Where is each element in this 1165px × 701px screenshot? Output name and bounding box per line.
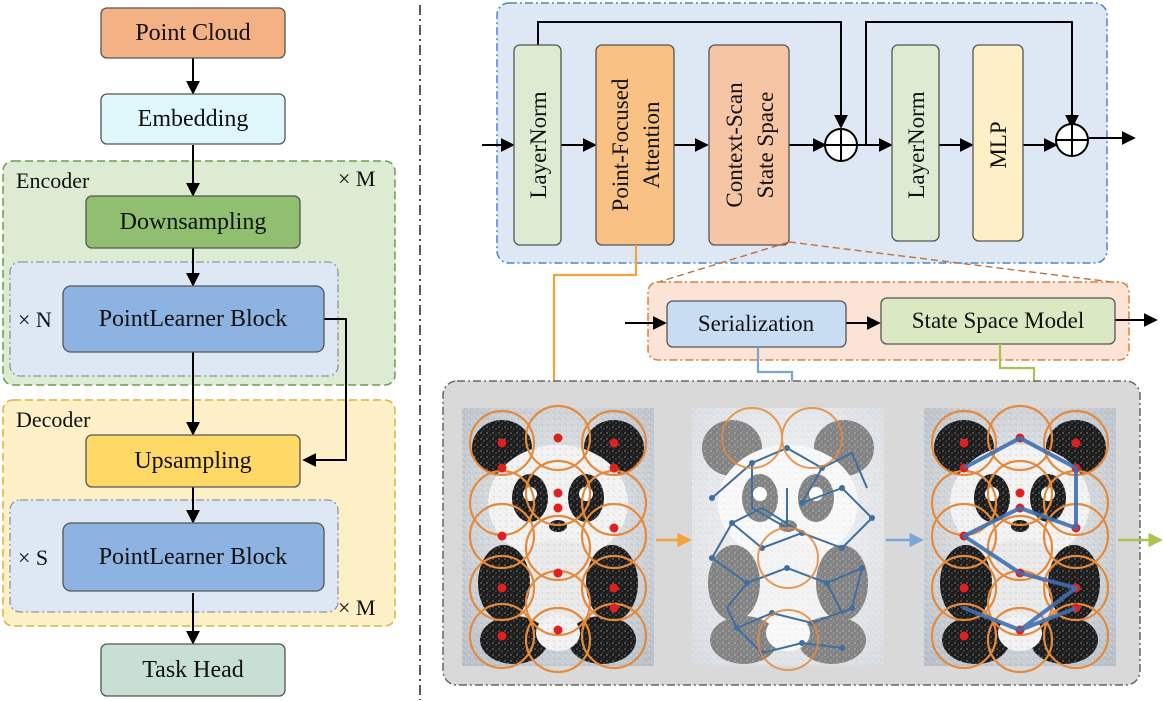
ssm-box <box>880 297 1116 345</box>
residual-add-2-icon <box>1055 123 1089 157</box>
decoder-pointlearner-label: PointLearner Block <box>99 544 288 570</box>
serialization-label: Serialization <box>698 311 815 336</box>
encoder-repeat-label: × M <box>338 166 375 191</box>
layernorm-1-label: LayerNorm <box>526 91 551 198</box>
csss-label-line2: State Space <box>753 92 778 199</box>
decoder-pointlearner-block <box>62 522 325 592</box>
attention-label-line1: Point-Focused <box>608 78 633 211</box>
embedding-box <box>100 93 286 145</box>
csss-box <box>708 44 790 246</box>
ssm-label: State Space Model <box>912 308 1084 333</box>
encoder-label: Encoder <box>16 168 90 193</box>
attention-visualization <box>462 404 654 674</box>
encoder-pointlearner-label: PointLearner Block <box>99 306 288 332</box>
mlp-box <box>972 44 1024 242</box>
downsampling-box <box>85 195 301 249</box>
encoder-pointlearner-block <box>62 285 325 353</box>
layernorm-2-label: LayerNorm <box>904 91 929 198</box>
attention-label-line2: Attention <box>639 101 664 188</box>
layernorm-1-box <box>513 44 562 246</box>
serialization-box <box>666 300 847 348</box>
point-cloud-label: Point Cloud <box>135 20 250 46</box>
downsampling-label: Downsampling <box>120 209 267 235</box>
encoder-block-repeat-label: × N <box>18 307 52 332</box>
decoder-block-repeat-label: × S <box>18 545 48 570</box>
ssm-visualization <box>924 404 1116 674</box>
embedding-label: Embedding <box>138 106 249 132</box>
decoder-repeat-label: × M <box>338 595 375 620</box>
upsampling-label: Upsampling <box>134 448 251 474</box>
decoder-label: Decoder <box>16 407 91 432</box>
layernorm-2-box <box>891 44 940 242</box>
residual-add-1-icon <box>824 128 858 162</box>
task-head-box <box>100 643 286 697</box>
point-cloud-box <box>100 7 286 59</box>
upsampling-box <box>85 434 301 488</box>
serialization-visualization <box>692 407 884 671</box>
task-head-label: Task Head <box>142 657 244 683</box>
attention-connector <box>547 245 638 407</box>
csss-label-line1: Context-Scan <box>722 82 747 208</box>
mlp-label: MLP <box>986 121 1011 168</box>
